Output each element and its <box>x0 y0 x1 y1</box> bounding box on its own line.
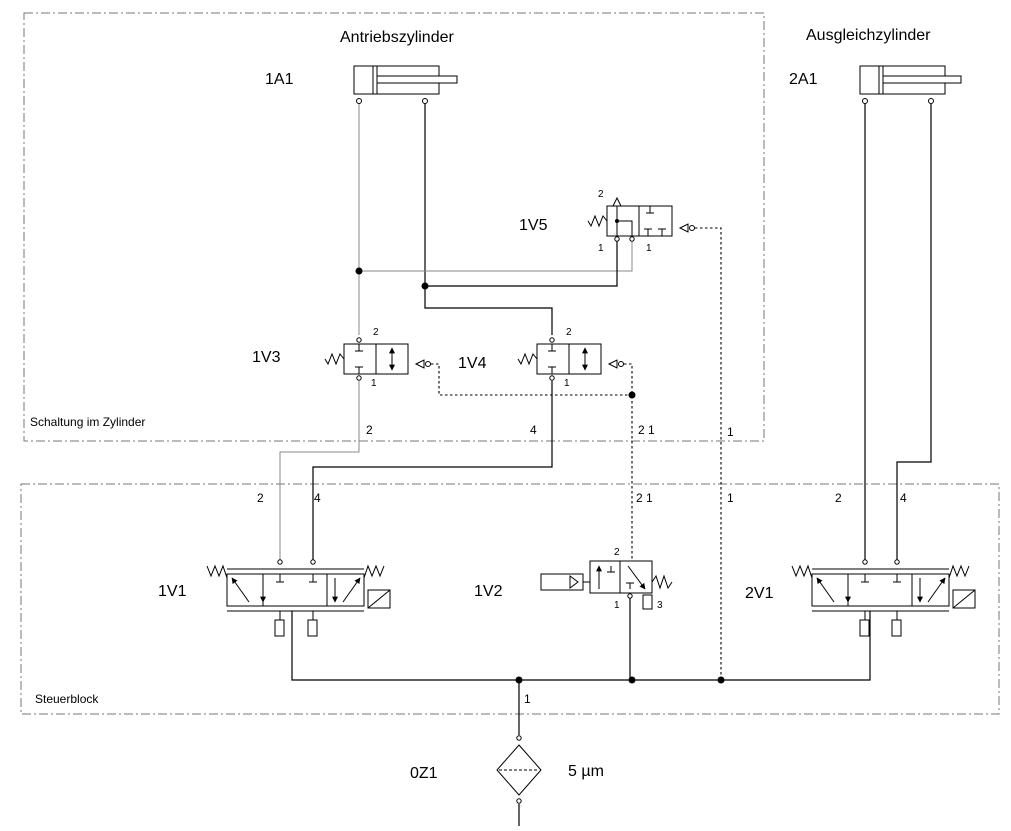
junction-dot <box>628 391 636 399</box>
cylinder-title-ausgleich: Ausgleichzylinder <box>806 27 931 44</box>
port-label: 1 <box>524 692 531 706</box>
port-label: 4 <box>900 491 907 505</box>
port-label: 2 <box>257 491 264 505</box>
port-label: 2 <box>835 491 842 505</box>
port-label: 2 1 <box>638 423 655 437</box>
frame-schaltung-im-zylinder <box>23 12 765 442</box>
cylinder-title-antrieb: Antriebszylinder <box>340 29 455 46</box>
cylinder-2a1 <box>859 65 962 104</box>
frame-steuerblock <box>20 483 1000 715</box>
valve-label-1v5: 1V5 <box>519 217 548 234</box>
valve-1v1 <box>206 559 391 637</box>
valve-2v1 <box>791 559 976 637</box>
valve-label-1v4: 1V4 <box>458 355 487 372</box>
filter-id-0z1: 0Z1 <box>410 765 438 782</box>
junction-dot <box>515 676 523 684</box>
port-label: 1 <box>371 378 377 389</box>
filter-0z1 <box>496 735 542 826</box>
valve-label-2v1: 2V1 <box>745 585 774 602</box>
port-label: 1 <box>598 243 604 254</box>
valve-1v4 <box>517 337 624 381</box>
group-label-zylinder: Schaltung im Zylinder <box>30 415 145 429</box>
valve-label-1v3: 1V3 <box>252 349 281 366</box>
valve-1v5 <box>587 196 695 242</box>
port-label: 1 <box>646 243 652 254</box>
port-label: 1 <box>614 600 620 611</box>
port-label: 4 <box>530 423 537 437</box>
junction-dot <box>628 676 636 684</box>
filter-rating: 5 µm <box>568 763 604 780</box>
cylinder-id-1a1: 1A1 <box>265 71 294 88</box>
port-label: 2 <box>598 189 604 200</box>
valve-label-1v2: 1V2 <box>474 583 503 600</box>
port-label: 1 <box>727 491 734 505</box>
port-label: 2 <box>373 327 379 338</box>
port-label: 2 1 <box>636 491 653 505</box>
port-label: 3 <box>657 600 663 611</box>
port-label: 2 <box>566 327 572 338</box>
cylinder-1a1 <box>353 65 458 104</box>
junction-dot <box>355 267 363 275</box>
cylinder-id-2a1: 2A1 <box>789 71 818 88</box>
port-label: 1 <box>564 378 570 389</box>
port-label: 4 <box>314 491 321 505</box>
port-label: 2 <box>614 547 620 558</box>
valve-1v3 <box>324 337 431 381</box>
junction-dot <box>717 676 725 684</box>
port-label: 1 <box>727 425 734 439</box>
valve-label-1v1: 1V1 <box>158 583 187 600</box>
port-label: 2 <box>366 423 373 437</box>
valve-1v2 <box>540 560 673 610</box>
group-label-steuerblock: Steuerblock <box>35 692 99 706</box>
junction-dot <box>421 282 429 290</box>
